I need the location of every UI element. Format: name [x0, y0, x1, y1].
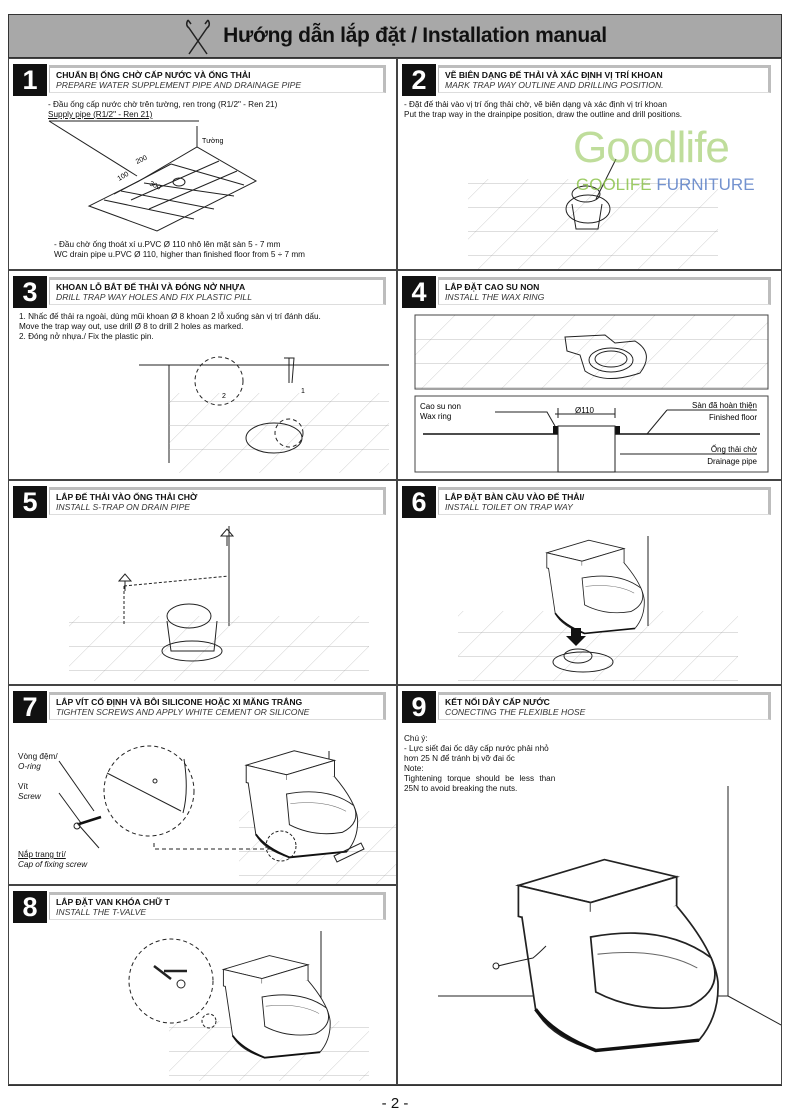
step-title: LẮP ĐẶT BÀN CẦU VÀO ĐẾ THẢI/INSTALL TOIL…: [438, 487, 771, 515]
note: 1. Nhấc đế thải ra ngoài, dùng mũi khoan…: [19, 312, 321, 321]
note: - Đầu chờ ống thoát xí u.PVC Ø 110 nhô l…: [54, 240, 281, 249]
note: Put the trap way in the drainpipe positi…: [404, 110, 683, 119]
title-en: CONECTING THE FLEXIBLE HOSE: [445, 707, 586, 717]
title-en: INSTALL S-TRAP ON DRAIN PIPE: [56, 502, 191, 512]
cap-label-vi: Nắp trang trí/: [18, 850, 66, 859]
trap-outline-diagram: [468, 158, 718, 269]
t-valve-diagram: [128, 931, 369, 1081]
wax-ring-top-view: [414, 314, 769, 390]
note: Move the trap way out, use drill Ø 8 to …: [19, 322, 244, 331]
page-title: Hướng dẫn lắp đặt / Installation manual: [223, 24, 607, 47]
note: 25N to avoid breaking the nuts.: [404, 784, 518, 793]
oring-label-en: O-ring: [18, 762, 41, 771]
title-en: PREPARE WATER SUPPLEMENT PIPE AND DRAINA…: [56, 80, 302, 90]
note: - Đầu ống cấp nước chờ trên tường, ren t…: [48, 100, 278, 109]
note: hơn 25 N để tránh bị vỡ đai ốc: [404, 754, 515, 763]
title-vi: LẮP VÍT CỐ ĐỊNH VÀ BÔI SILICONE HOẶC XI …: [56, 697, 303, 707]
brand-b: FURNITURE: [656, 175, 755, 194]
step-number: 8: [13, 891, 47, 923]
page-number: - 2 -: [381, 1095, 409, 1112]
title-en: INSTALL TOILET ON TRAP WAY: [445, 502, 573, 512]
callout-2: 2: [222, 393, 226, 400]
title-vi: KHOAN LỖ BẮT ĐẾ THẢI VÀ ĐÓNG NỞ NHỰA: [56, 282, 246, 292]
note: - Lực siết đai ốc dây cấp nước phải nhỏ: [404, 744, 549, 753]
watermark-logo: Goodlife: [573, 123, 730, 172]
step-number: 7: [13, 691, 47, 723]
pipe-label-en: Drainage pipe: [707, 457, 757, 466]
step-7: 7 LẮP VÍT CỐ ĐỊNH VÀ BÔI SILICONE HOẶC X…: [8, 685, 397, 885]
title-en: DRILL TRAP WAY HOLES AND FIX PLASTIC PIL…: [56, 292, 252, 302]
page-header: Hướng dẫn lắp đặt / Installation manual: [8, 14, 782, 58]
title-en: INSTALL THE WAX RING: [445, 292, 545, 302]
step-2: 2 VẼ BIÊN DẠNG ĐẾ THẢI VÀ XÁC ĐỊNH VỊ TR…: [397, 58, 782, 270]
title-en: TIGHTEN SCREWS AND APPLY WHITE CEMENT OR…: [56, 707, 310, 717]
note: - Đặt đế thải vào vị trí ống thải chờ, v…: [404, 100, 667, 109]
step-number: 9: [402, 691, 436, 723]
step-number: 3: [13, 276, 47, 308]
dim-200: 200: [135, 154, 149, 165]
wrench-icon: [186, 19, 211, 55]
callout-1: 1: [301, 388, 305, 395]
note: WC drain pipe u.PVC Ø 110, higher than f…: [54, 250, 305, 259]
title-vi: KẾT NỐI DÂY CẤP NƯỚC: [445, 697, 550, 707]
floor-grid-diagram: Tường 200 100 300: [48, 120, 258, 232]
s-trap-diagram: [69, 526, 369, 681]
note: Chú ý:: [404, 734, 428, 743]
title-vi: LẮP ĐẾ THẢI VÀO ỐNG THẢI CHỜ: [56, 492, 198, 502]
step-6: 6 LẮP ĐẶT BÀN CẦU VÀO ĐẾ THẢI/INSTALL TO…: [397, 480, 782, 685]
title-vi: VẼ BIÊN DẠNG ĐẾ THẢI VÀ XÁC ĐỊNH VỊ TRÍ …: [445, 70, 663, 80]
title-vi: CHUẨN BỊ ỐNG CHỜ CẤP NƯỚC VÀ ỐNG THẢI: [56, 70, 251, 80]
oring-label-vi: Vòng đệm/: [18, 752, 58, 761]
title-vi: LẮP ĐẶT VAN KHÓA CHỮ T: [56, 897, 170, 907]
wax-ring-label-en: Wax ring: [420, 412, 451, 421]
drilling-diagram: 2 1: [139, 356, 389, 473]
dim-100: 100: [117, 171, 131, 183]
screw-label-vi: Vít: [18, 782, 29, 791]
brand-a: GOOLIFE: [576, 175, 652, 194]
wax-ring-section-view: Cao su non Wax ring Ø110 Sàn đã hoàn thi…: [414, 395, 769, 473]
step-number: 1: [13, 64, 47, 96]
dim-300: 300: [148, 180, 162, 191]
title-vi: LẮP ĐẶT BÀN CẦU VÀO ĐẾ THẢI/: [445, 492, 585, 502]
watermark-brand: GOOLIFE FURNITURE: [576, 175, 755, 195]
floor-label-vi: Sàn đã hoàn thiện: [692, 401, 757, 410]
title-en: MARK TRAP WAY OUTLINE AND DRILLING POSIT…: [445, 80, 664, 90]
diameter-label: Ø110: [575, 406, 595, 415]
wax-ring-label-vi: Cao su non: [420, 402, 461, 411]
screw-detail-diagram: [58, 745, 396, 884]
step-number: 4: [402, 276, 436, 308]
note: Note:: [404, 764, 424, 773]
note: Supply pipe (R1/2" - Ren 21): [48, 110, 153, 119]
step-number: 2: [402, 64, 436, 96]
screw-label-en: Screw: [18, 792, 41, 801]
pipe-label-vi: Ống thải chờ: [711, 444, 758, 454]
wall-label: Tường: [202, 138, 223, 145]
step-title: LẮP VÍT CỐ ĐỊNH VÀ BÔI SILICONE HOẶC XI …: [49, 692, 386, 720]
title-en: INSTALL THE T-VALVE: [56, 907, 147, 917]
step-number: 5: [13, 486, 47, 518]
cap-label-en: Cap of fixing screw: [18, 860, 88, 869]
flexible-hose-diagram: [438, 786, 781, 1053]
step-title: VẼ BIÊN DẠNG ĐẾ THẢI VÀ XÁC ĐỊNH VỊ TRÍ …: [438, 65, 771, 93]
step-number: 6: [402, 486, 436, 518]
toilet-on-trap-diagram: [458, 536, 738, 681]
note: 2. Đóng nở nhựa./ Fix the plastic pin.: [19, 332, 154, 341]
note: Tightening torque should be less than: [404, 774, 556, 783]
floor-label-en: Finished floor: [709, 413, 757, 422]
title-vi: LẮP ĐẶT CAO SU NON: [445, 282, 540, 292]
